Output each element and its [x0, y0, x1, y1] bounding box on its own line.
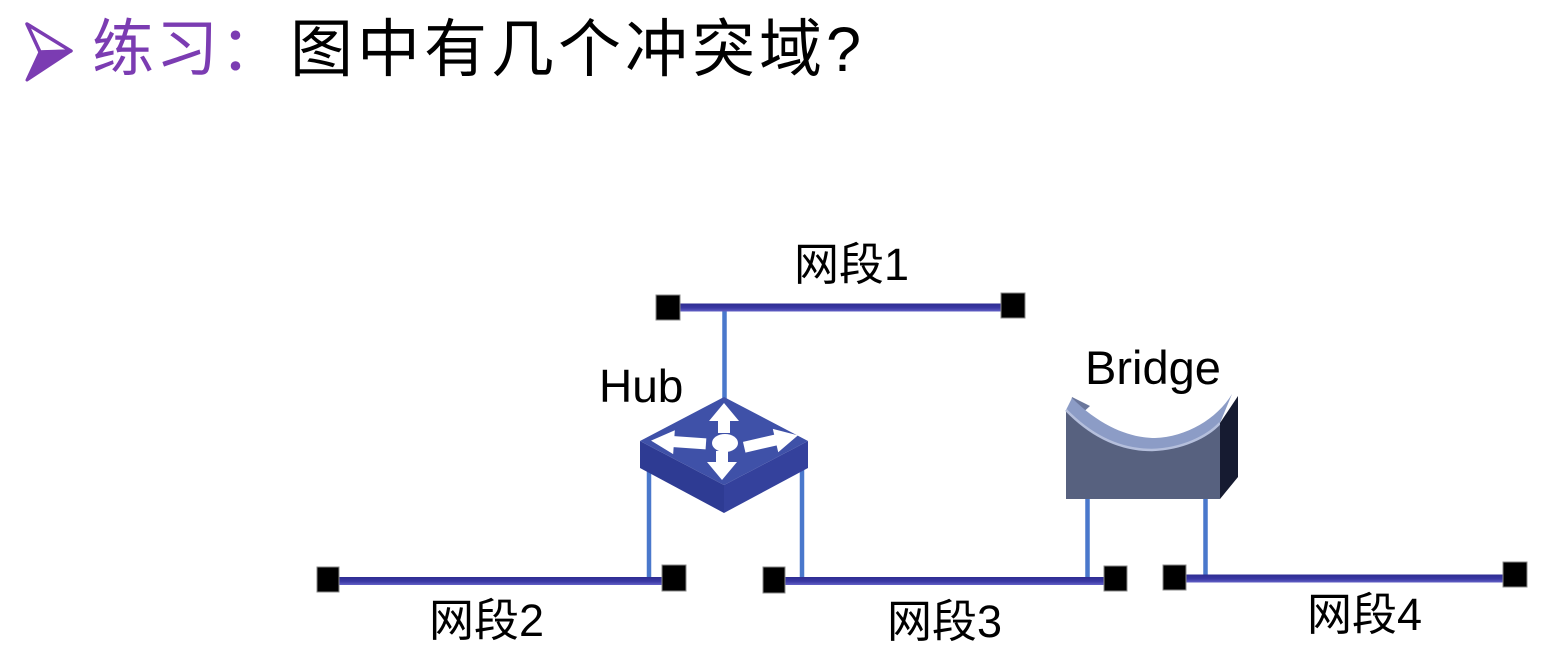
segment-3-label: 网段3 — [887, 596, 1003, 647]
terminator-square — [655, 294, 681, 321]
hub-icon — [640, 397, 808, 513]
segment-1-line — [655, 292, 1026, 321]
hub-arrow-down — [707, 451, 737, 480]
bridge-icon — [1065, 394, 1238, 499]
segment-2-label: 网段2 — [429, 595, 545, 646]
arrow-bullet-icon — [24, 20, 74, 84]
terminator-square — [316, 566, 340, 593]
hub-label: Hub — [599, 360, 684, 412]
terminator-square — [1502, 561, 1528, 588]
page-title: 练习： 图中有几个冲突域? — [24, 4, 865, 96]
title-question: 图中有几个冲突域? — [290, 15, 866, 85]
segment-3-line — [762, 565, 1128, 594]
hub-arrow-up — [709, 403, 739, 433]
hub-center-dot — [712, 434, 738, 452]
terminator-square — [1000, 292, 1026, 319]
segment-1-label: 网段1 — [794, 239, 910, 290]
title-highlight: 练习： — [92, 15, 285, 84]
hub-arrow-left — [651, 430, 707, 455]
bridge-label: Bridge — [1085, 341, 1221, 394]
terminator-square — [1103, 565, 1128, 592]
segment-4-line — [1162, 561, 1528, 591]
terminator-square — [762, 566, 786, 594]
segment-4-label: 网段4 — [1307, 589, 1423, 640]
hub-arrow-right — [742, 428, 798, 453]
segment-2-line — [316, 564, 687, 593]
terminator-square — [1162, 564, 1187, 591]
terminator-square — [661, 564, 687, 592]
